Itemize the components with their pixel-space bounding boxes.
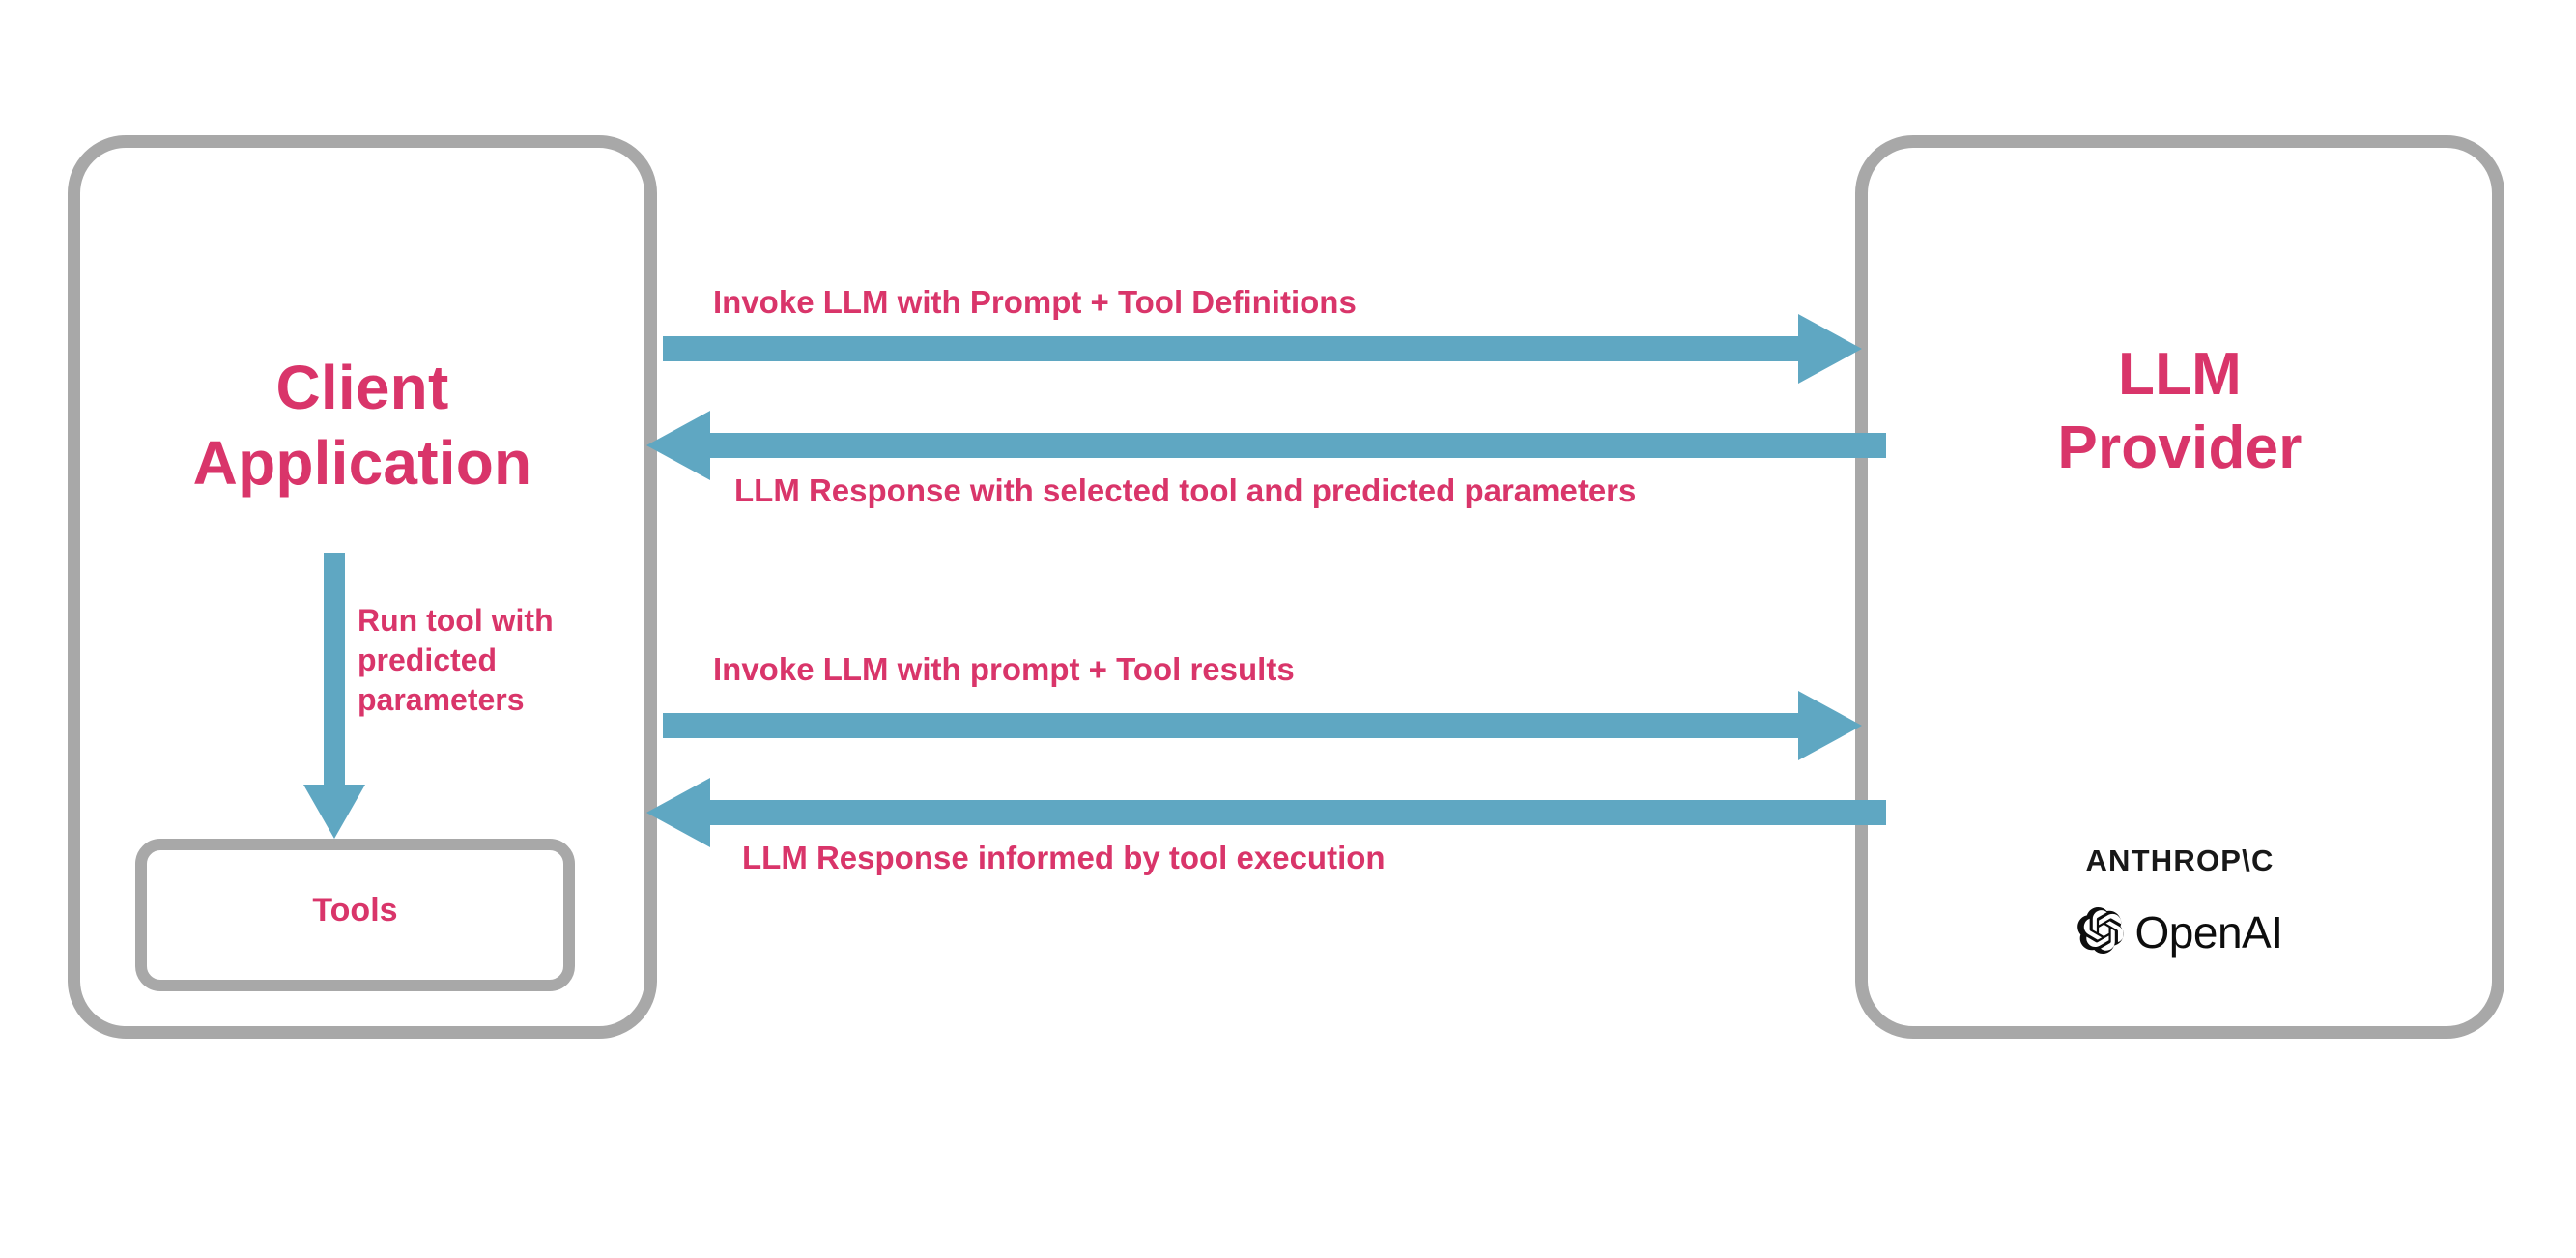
- arrow-invoke-1: [663, 314, 1862, 384]
- llm-provider-title: LLM Provider: [2057, 341, 2303, 481]
- arrow-invoke-2: [663, 691, 1862, 760]
- tools-label: Tools: [312, 892, 398, 929]
- llm-provider-box: [1855, 135, 2504, 1039]
- arrow-label-response-2: LLM Response informed by tool execution: [742, 840, 1386, 875]
- tools-box: [135, 839, 575, 991]
- arrow-label-response-1: LLM Response with selected tool and pred…: [734, 472, 1637, 508]
- anthropic-logo: ANTHROP\C: [2085, 843, 2275, 877]
- arrow-label-invoke-1: Invoke LLM with Prompt + Tool Definition…: [713, 284, 1357, 320]
- client-application-title: Client Application: [192, 353, 532, 499]
- arrow-label-invoke-2: Invoke LLM with prompt + Tool results: [713, 651, 1295, 687]
- openai-logo-text: OpenAI: [2134, 907, 2284, 958]
- openai-logo: OpenAI: [1855, 906, 2504, 958]
- arrow-label-run-tool: Run tool with predicted parameters: [358, 603, 554, 717]
- openai-mark-icon: [2076, 906, 2124, 958]
